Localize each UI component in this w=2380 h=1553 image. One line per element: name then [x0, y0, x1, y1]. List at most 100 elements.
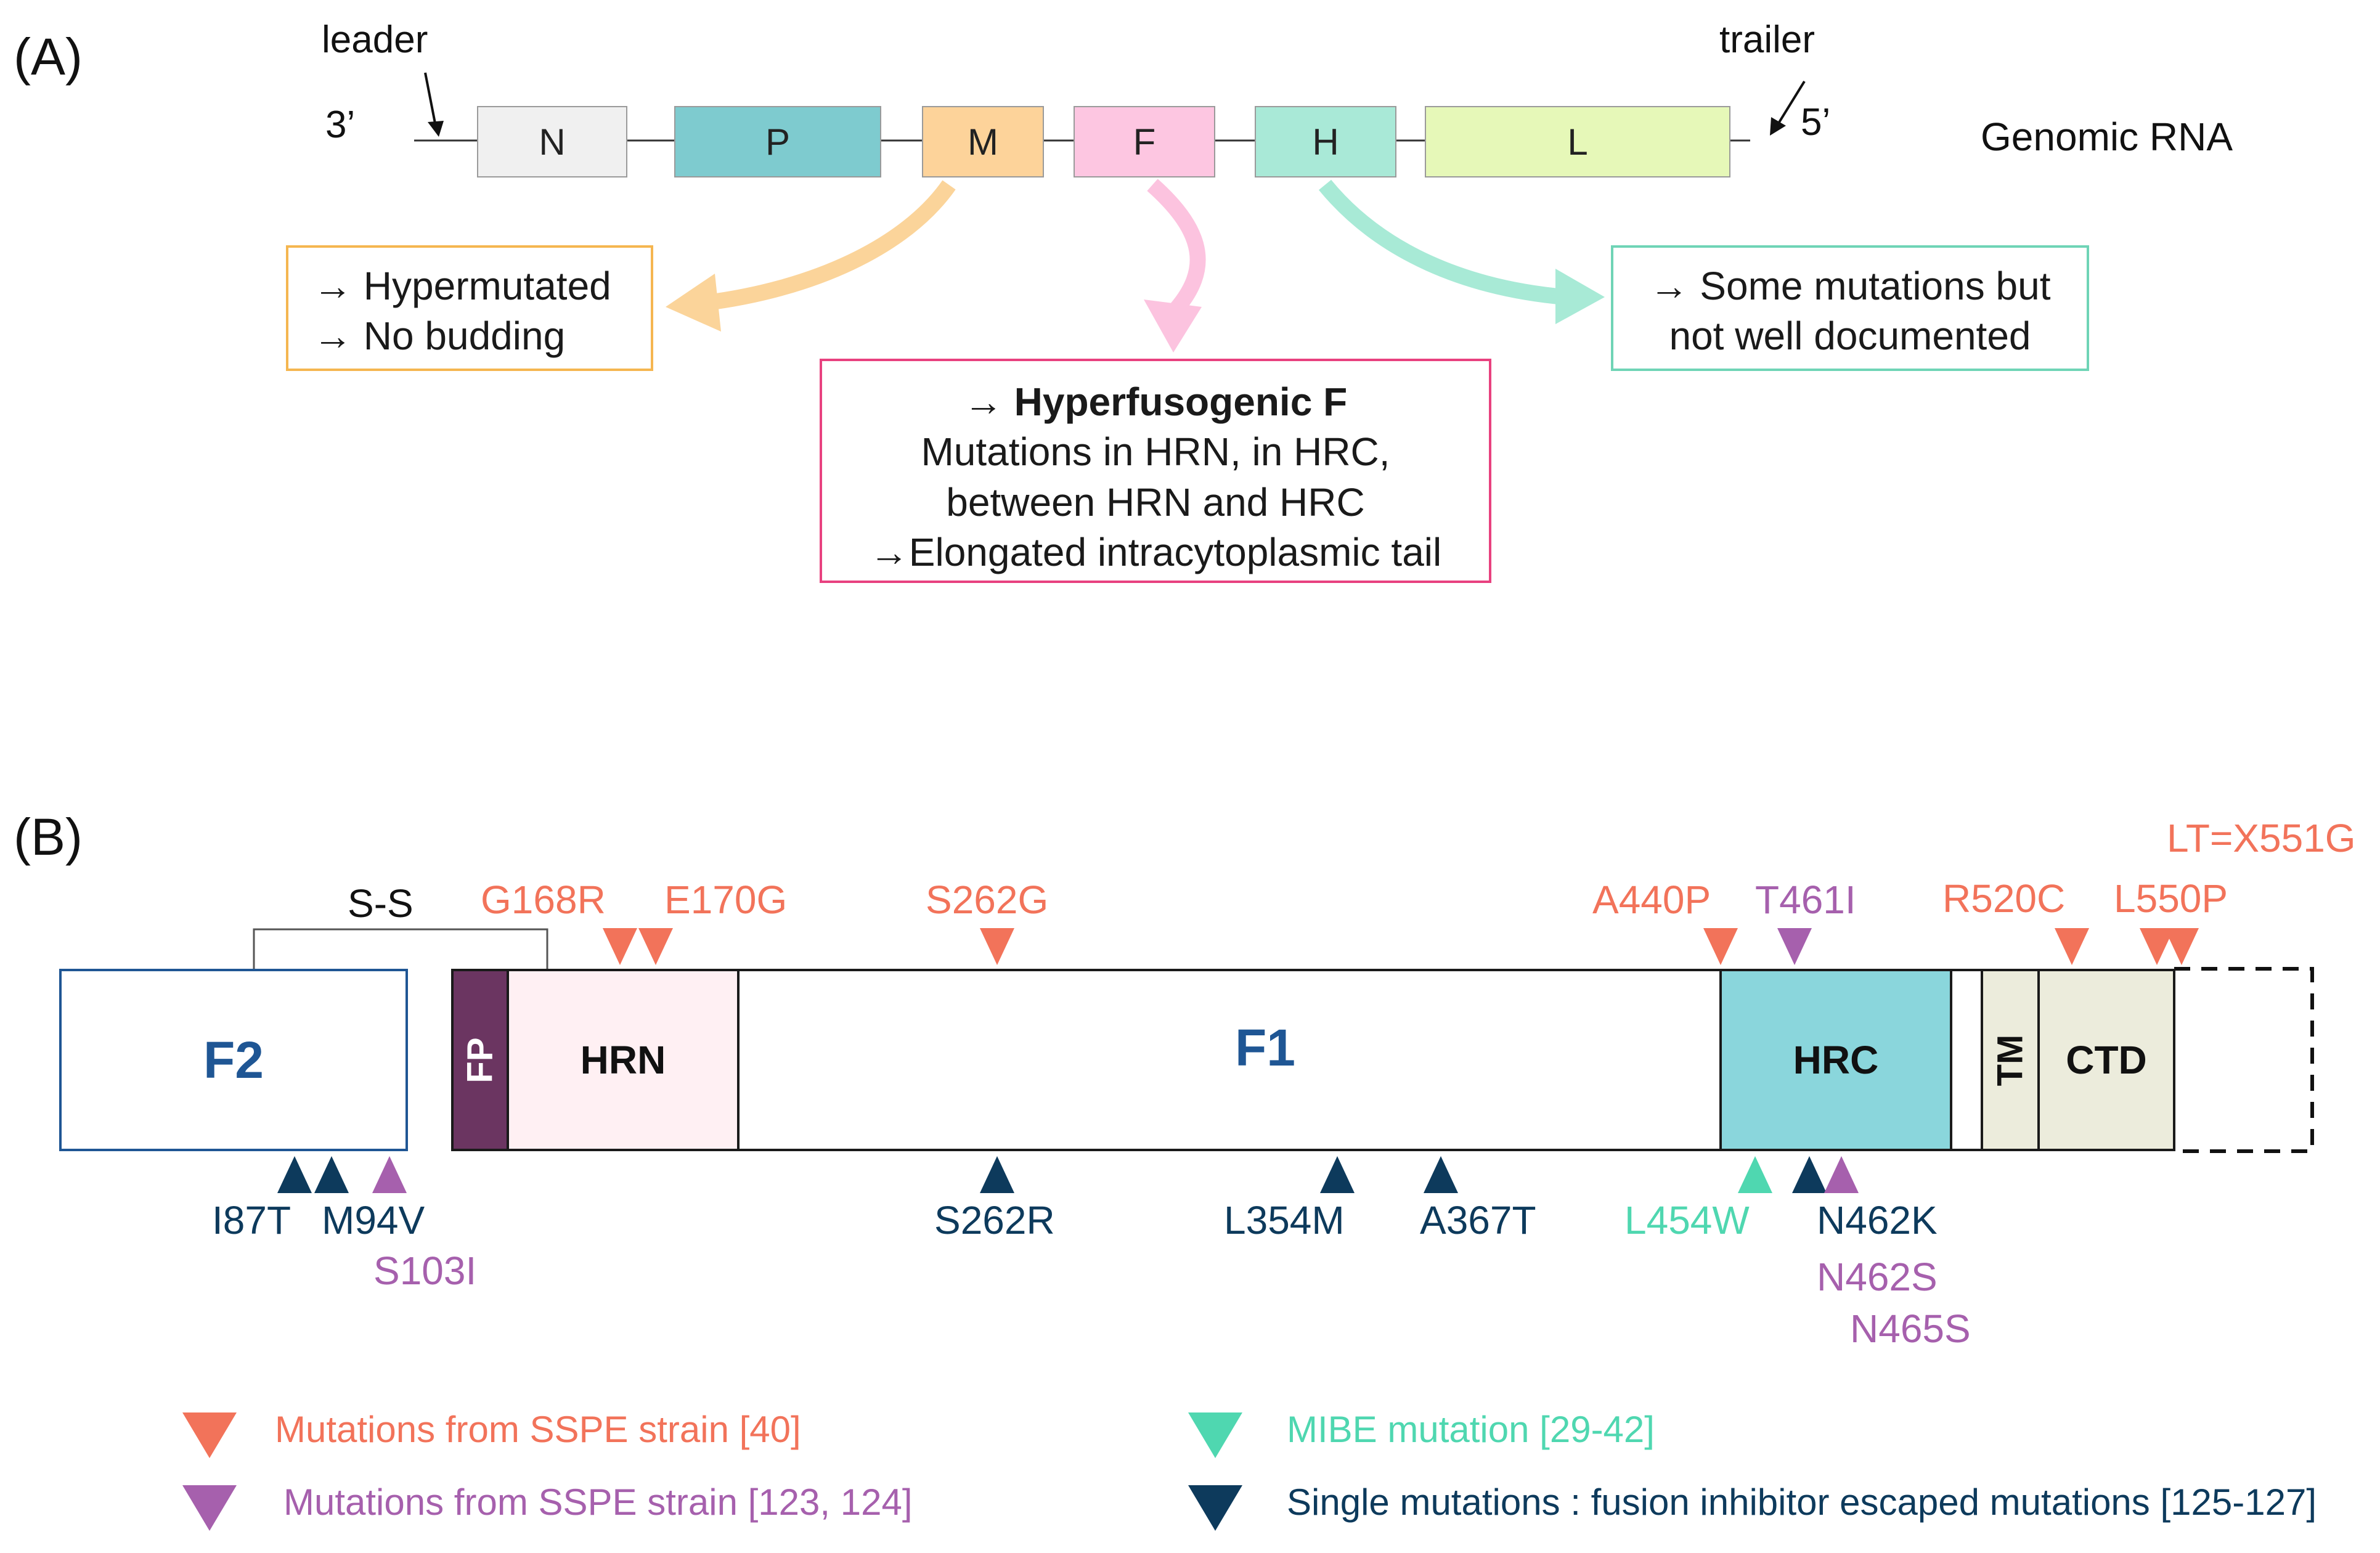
mut-i87t: I87T [212, 1198, 291, 1242]
mut-m94v: M94V [322, 1198, 425, 1242]
mut-t461i: T461I [1755, 878, 1856, 922]
marker-m94v [314, 1156, 349, 1193]
trailer-arrowhead [1770, 117, 1786, 136]
gene-m-label: M [968, 121, 998, 163]
f-effect-line-1: → Hyperfusogenic F [963, 380, 1348, 424]
gene-f: F [1074, 106, 1215, 177]
marker-t461i [1777, 928, 1812, 965]
gene-f-label: F [1133, 121, 1156, 163]
domain-tm-label: TM [1990, 1034, 2031, 1086]
legend-ssp123-marker [182, 1485, 237, 1531]
mut-a367t: A367T [1420, 1198, 1536, 1242]
h-arrowhead [1555, 269, 1605, 324]
mut-n465s: N465S [1850, 1306, 1971, 1351]
domain-ctd: CTD [2037, 969, 2175, 1151]
mut-s262g: S262G [926, 878, 1049, 922]
trailer-arrow [1777, 80, 1806, 124]
f-effect-line-3: between HRN and HRC [946, 479, 1365, 524]
mut-e170g: E170G [664, 878, 788, 922]
marker-r520c [2055, 928, 2089, 965]
trailer-label: trailer [1719, 18, 1816, 61]
h-effect-line-2: not well documented [1669, 314, 2031, 359]
h-curved-arrow [1318, 179, 1567, 305]
gene-n: N [477, 106, 627, 177]
domain-ctd-label: CTD [2066, 1038, 2147, 1082]
f-curved-arrow [1147, 179, 1206, 314]
legend-ssp123-label: Mutations from SSPE strain [123, 124] [283, 1482, 913, 1523]
leader-arrowhead [428, 121, 444, 137]
leader-label: leader [322, 18, 428, 61]
mut-s262r: S262R [934, 1198, 1055, 1242]
gene-p: P [674, 106, 881, 177]
mut-lt-x551g: LT=X551G [2167, 816, 2356, 860]
domain-fp: FP [451, 969, 509, 1151]
marker-g168r [603, 928, 637, 965]
domain-hrc-label: HRC [1793, 1038, 1879, 1082]
h-effect-line-1: → Some mutations but [1649, 264, 2051, 308]
h-effect-box: → Some mutations but not well documented [1611, 245, 2089, 371]
mut-n462s: N462S [1817, 1255, 1938, 1299]
genomic-rna-label: Genomic RNA [1981, 115, 2233, 159]
legend-escape-marker [1188, 1485, 1242, 1531]
marker-i87t [277, 1156, 312, 1193]
domain-f2: F2 [59, 969, 408, 1151]
dashed-tail [2174, 967, 2314, 1153]
mut-n462k: N462K [1817, 1198, 1938, 1242]
f-effect-line-4: →Elongated intracytoplasmic tail [869, 529, 1442, 574]
domain-fp-label: FP [460, 1037, 500, 1083]
gene-n-label: N [539, 121, 566, 163]
mut-r520c: R520C [1942, 876, 2066, 921]
marker-a367t [1424, 1156, 1458, 1193]
gene-p-label: P [765, 121, 791, 163]
mut-l550p: L550P [2114, 876, 2228, 921]
gene-h: H [1255, 106, 1396, 177]
marker-n462s [1824, 1156, 1859, 1193]
marker-a440p [1703, 928, 1738, 965]
marker-e170g [638, 928, 673, 965]
legend-escape-label: Single mutations : fusion inhibitor esca… [1287, 1482, 2317, 1523]
mut-l454w: L454W [1624, 1198, 1750, 1242]
mut-l354m: L354M [1224, 1198, 1345, 1242]
gene-l-label: L [1567, 121, 1588, 163]
end-3-label: 3’ [325, 104, 356, 146]
legend-ssp40-marker [182, 1412, 237, 1458]
legend-mibe-marker [1188, 1412, 1242, 1458]
marker-l550p-1 [2140, 928, 2174, 965]
domain-hrc: HRC [1719, 969, 1952, 1151]
m-effect-line-1: → Hypermutated [313, 264, 611, 308]
panel-a-label: (A) [14, 28, 83, 86]
marker-n462k [1792, 1156, 1827, 1193]
domain-f1-label: F1 [1235, 1019, 1296, 1077]
ss-label: S-S [348, 881, 414, 926]
mut-g168r: G168R [481, 878, 606, 922]
m-arrowhead [666, 274, 721, 332]
m-effect-box: → Hypermutated → No budding [286, 245, 653, 371]
ss-bracket [253, 928, 548, 969]
marker-l354m [1320, 1156, 1355, 1193]
m-curved-arrow [701, 180, 956, 311]
gene-h-label: H [1312, 121, 1339, 163]
f-effect-box: → Hyperfusogenic F Mutations in HRN, in … [820, 359, 1491, 583]
panel-b-label: (B) [14, 808, 83, 866]
marker-s103i [372, 1156, 407, 1193]
legend-ssp40-label: Mutations from SSPE strain [40] [275, 1409, 801, 1450]
domain-f2-label: F2 [203, 1030, 264, 1089]
marker-l550p-2 [2164, 928, 2199, 965]
legend-mibe-label: MIBE mutation [29-42] [1287, 1409, 1655, 1450]
gene-m: M [922, 106, 1044, 177]
marker-s262r [980, 1156, 1014, 1193]
gene-l: L [1425, 106, 1730, 177]
marker-s262g [980, 928, 1014, 965]
end-5-label: 5’ [1801, 101, 1831, 144]
f-effect-line-2: Mutations in HRN, in HRC, [921, 430, 1390, 475]
domain-hrn: HRN [507, 969, 740, 1151]
marker-l454w [1738, 1156, 1772, 1193]
f-arrowhead [1144, 300, 1202, 353]
m-effect-line-2: → No budding [313, 314, 566, 359]
leader-arrow [424, 72, 436, 124]
mut-s103i: S103I [373, 1249, 477, 1293]
domain-hrn-label: HRN [580, 1038, 666, 1082]
domain-tm: TM [1981, 969, 2040, 1151]
